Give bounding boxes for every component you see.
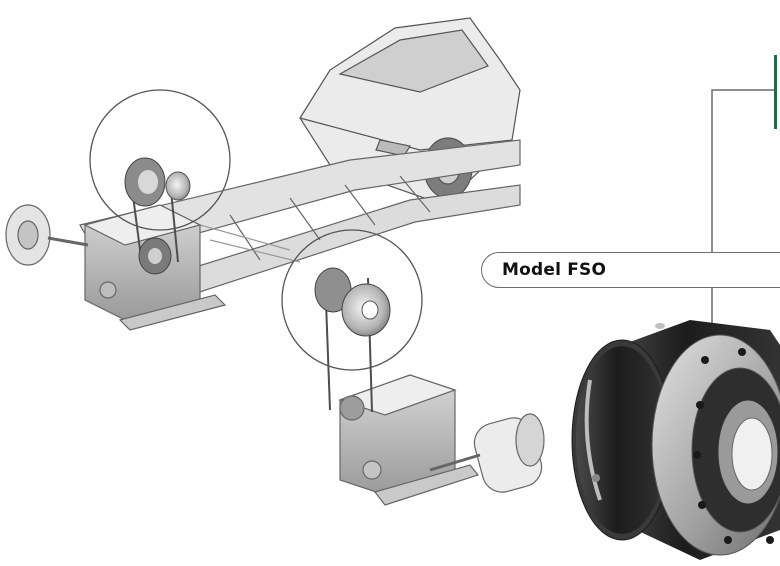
accent-bar [774,55,777,129]
gearbox-motor-sketch [338,374,545,506]
clutch-product-photo [571,320,780,560]
left-gearbox-sketch [5,204,227,331]
sprocket-detail-circle-upper [89,89,231,275]
model-label-box: Model FSO [481,252,780,288]
model-label-text: Model FSO [502,260,607,280]
callout-lines [711,89,775,345]
sprocket-detail-circle-lower [281,229,423,371]
